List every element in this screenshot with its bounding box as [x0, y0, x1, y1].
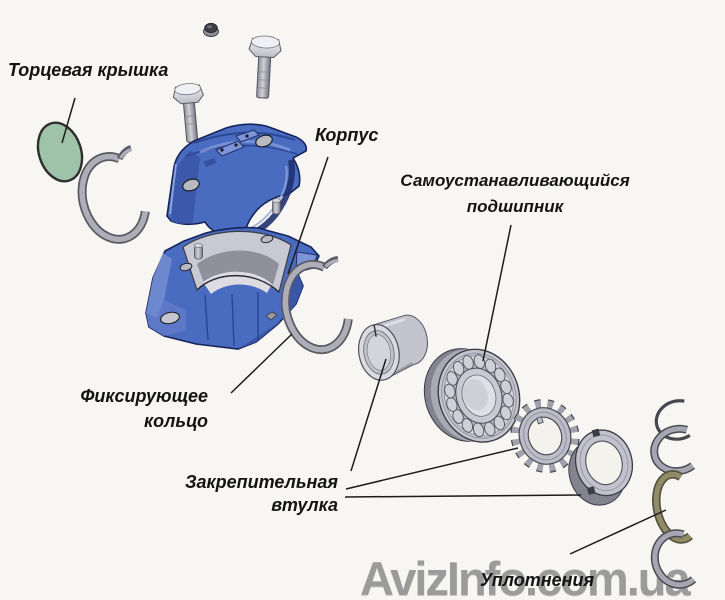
leader-line-lock-nut [344, 494, 582, 498]
label-seals: Уплотнения [480, 568, 594, 592]
label-seals-text: Уплотнения [480, 570, 595, 590]
label-bearing-line1: Самоустанавливающийся [400, 171, 630, 190]
label-end-cover: Торцевая крышка [8, 58, 168, 82]
label-end-cover-text: Торцевая крышка [8, 60, 169, 80]
label-adapter-sleeve: Закрепительная втулка [178, 471, 338, 517]
adapter-sleeve [358, 314, 428, 381]
lock-nut [568, 428, 634, 506]
label-bearing-line2: подшипник [466, 197, 564, 216]
end-cover [36, 121, 84, 183]
label-locking-ring: Фиксирующее кольцо [58, 384, 208, 434]
locking-ring-right [280, 256, 353, 355]
label-housing-text: Корпус [315, 125, 379, 145]
leader-line-end-cover [61, 97, 76, 144]
label-self-aligning-bearing: Самоустанавливающийся подшипник [385, 168, 645, 220]
lock-washer [510, 399, 580, 473]
dowel-pin-right [272, 198, 281, 215]
label-housing: Корпус [315, 123, 378, 147]
seal-ring-2 [650, 424, 696, 476]
label-adapter-sleeve-line1: Закрепительная [184, 472, 338, 492]
seal-ring-4 [650, 529, 697, 589]
locking-ring-left [77, 145, 150, 244]
square-pin [265, 311, 278, 321]
leader-line-lock-washer [345, 447, 519, 490]
leader-line-seals [569, 509, 667, 555]
leader-line-housing [287, 156, 329, 275]
label-locking-ring-line1: Фиксирующее [80, 386, 208, 406]
watermark-text: AvizInfo.com.ua [360, 552, 691, 600]
hex-nut-icon [203, 22, 219, 37]
leader-line-locking-ring [230, 333, 293, 394]
leader-lines [61, 97, 667, 555]
bolt-right [248, 35, 282, 99]
leader-line-sleeve [350, 358, 387, 472]
label-locking-ring-line2: кольцо [144, 411, 208, 431]
self-aligning-bearing [423, 348, 521, 443]
seal-ring-3 [652, 470, 693, 544]
label-adapter-sleeve-line2: втулка [271, 495, 338, 515]
housing-cap [166, 123, 308, 240]
leader-line-bearing [482, 224, 512, 362]
dowel-pin-left [194, 243, 203, 260]
seal-ring-1 [654, 399, 691, 441]
bolt-left [172, 83, 204, 143]
